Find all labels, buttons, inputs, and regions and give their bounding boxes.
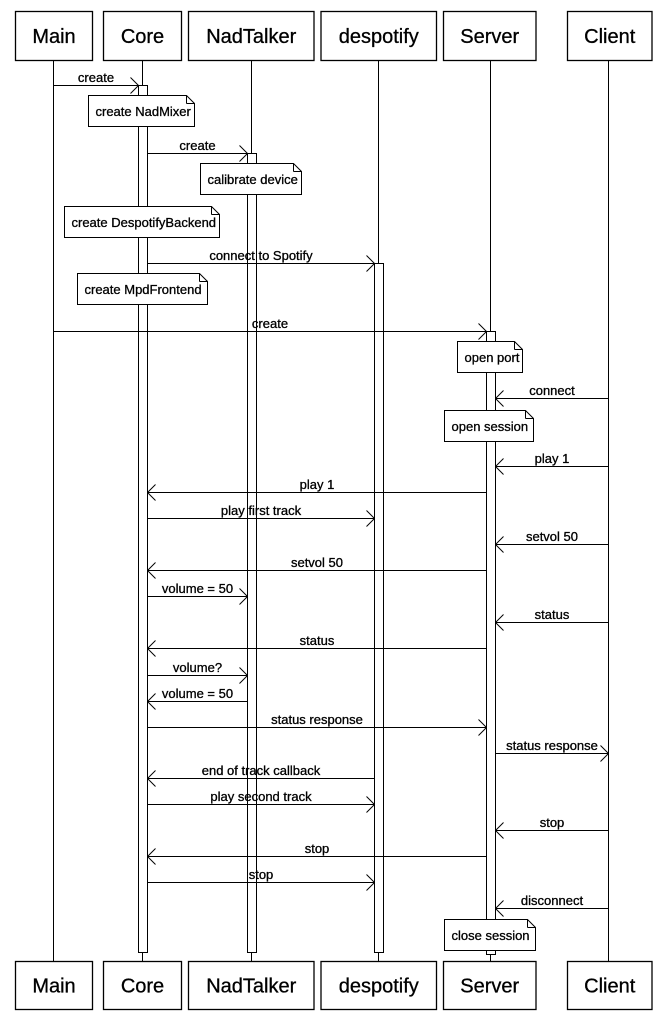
- svg-text:play 1: play 1: [535, 451, 570, 466]
- svg-text:close session: close session: [452, 928, 530, 943]
- svg-text:create NadMixer: create NadMixer: [96, 104, 192, 119]
- svg-text:NadTalker: NadTalker: [206, 976, 296, 998]
- svg-text:create: create: [179, 138, 215, 153]
- svg-text:create: create: [252, 316, 288, 331]
- svg-text:open session: open session: [452, 419, 529, 434]
- svg-text:Client: Client: [584, 976, 636, 998]
- svg-text:setvol 50: setvol 50: [291, 555, 343, 570]
- svg-text:status: status: [300, 633, 335, 648]
- svg-text:volume = 50: volume = 50: [162, 581, 233, 596]
- svg-text:status response: status response: [271, 712, 363, 727]
- svg-text:despotify: despotify: [339, 976, 419, 998]
- svg-text:NadTalker: NadTalker: [206, 26, 296, 48]
- svg-text:volume?: volume?: [173, 660, 222, 675]
- svg-text:stop: stop: [540, 815, 565, 830]
- svg-text:end of track callback: end of track callback: [202, 763, 321, 778]
- svg-text:create: create: [78, 70, 114, 85]
- svg-text:Main: Main: [32, 976, 75, 998]
- svg-text:play first track: play first track: [221, 503, 302, 518]
- svg-text:create DespotifyBackend: create DespotifyBackend: [72, 215, 217, 230]
- svg-text:Server: Server: [460, 976, 519, 998]
- svg-text:volume = 50: volume = 50: [162, 686, 233, 701]
- svg-text:create MpdFrontend: create MpdFrontend: [85, 282, 202, 297]
- svg-text:Core: Core: [121, 26, 164, 48]
- svg-text:despotify: despotify: [339, 26, 419, 48]
- svg-text:Core: Core: [121, 976, 164, 998]
- svg-text:stop: stop: [305, 841, 330, 856]
- svg-text:Client: Client: [584, 26, 636, 48]
- svg-text:status: status: [535, 607, 570, 622]
- svg-text:stop: stop: [249, 867, 274, 882]
- svg-text:connect to Spotify: connect to Spotify: [209, 248, 313, 263]
- svg-text:play second track: play second track: [210, 789, 312, 804]
- svg-text:Server: Server: [460, 26, 519, 48]
- svg-text:open port: open port: [465, 350, 520, 365]
- svg-text:setvol 50: setvol 50: [526, 529, 578, 544]
- svg-text:connect: connect: [529, 383, 575, 398]
- svg-text:Main: Main: [32, 26, 75, 48]
- svg-text:disconnect: disconnect: [521, 893, 584, 908]
- svg-text:calibrate device: calibrate device: [208, 172, 298, 187]
- svg-text:play 1: play 1: [300, 477, 335, 492]
- svg-text:status response: status response: [506, 738, 598, 753]
